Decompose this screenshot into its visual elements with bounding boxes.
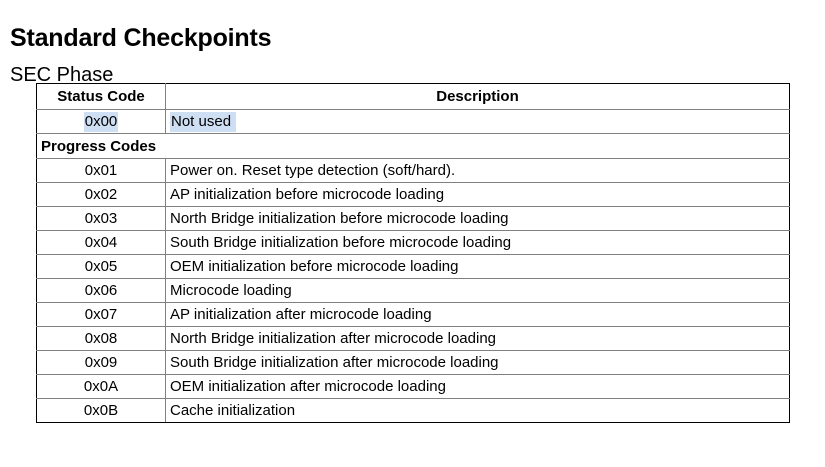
table-group-row: Progress Codes (36, 133, 790, 159)
description-cell[interactable]: South Bridge initialization before micro… (165, 230, 790, 255)
column-header-status-code: Status Code (36, 83, 166, 110)
status-code-cell[interactable]: 0x08 (36, 326, 166, 351)
status-code-cell[interactable]: 0x07 (36, 302, 166, 327)
table-row[interactable]: 0x01 Power on. Reset type detection (sof… (36, 158, 790, 183)
table-row[interactable]: 0x0B Cache initialization (36, 398, 790, 423)
table-row[interactable]: 0x00 Not used (36, 109, 790, 134)
description-cell[interactable]: North Bridge initialization before micro… (165, 206, 790, 231)
table-row[interactable]: 0x08 North Bridge initialization after m… (36, 326, 790, 351)
table-row[interactable]: 0x0A OEM initialization after microcode … (36, 374, 790, 399)
status-code-cell[interactable]: 0x03 (36, 206, 166, 231)
status-code-cell[interactable]: 0x04 (36, 230, 166, 255)
table-body: 0x00 Not used Progress Codes 0x01 Power … (36, 109, 790, 423)
status-code-cell[interactable]: 0x09 (36, 350, 166, 375)
description-cell[interactable]: North Bridge initialization after microc… (165, 326, 790, 351)
table-row[interactable]: 0x06 Microcode loading (36, 278, 790, 303)
status-code-cell[interactable]: 0x0A (36, 374, 166, 399)
status-code-cell[interactable]: 0x0B (36, 398, 166, 423)
status-code-cell[interactable]: 0x06 (36, 278, 166, 303)
column-header-description: Description (165, 83, 790, 110)
status-code-cell[interactable]: 0x01 (36, 158, 166, 183)
description-cell[interactable]: Not used (165, 109, 790, 134)
description-cell[interactable]: Cache initialization (165, 398, 790, 423)
section-heading: SEC Phase (10, 63, 114, 86)
checkpoints-table: Status Code Description 0x00 Not used Pr… (36, 83, 790, 423)
description-cell[interactable]: AP initialization before microcode loadi… (165, 182, 790, 207)
description-cell[interactable]: Power on. Reset type detection (soft/har… (165, 158, 790, 183)
table-row[interactable]: 0x02 AP initialization before microcode … (36, 182, 790, 207)
table-row[interactable]: 0x04 South Bridge initialization before … (36, 230, 790, 255)
description-cell[interactable]: OEM initialization after microcode loadi… (165, 374, 790, 399)
table-header-row: Status Code Description (36, 83, 790, 110)
group-label-progress-codes: Progress Codes (36, 133, 790, 159)
page-title: Standard Checkpoints (10, 23, 272, 52)
status-code-cell[interactable]: 0x05 (36, 254, 166, 279)
description-cell[interactable]: Microcode loading (165, 278, 790, 303)
description-cell[interactable]: South Bridge initialization after microc… (165, 350, 790, 375)
table-row[interactable]: 0x03 North Bridge initialization before … (36, 206, 790, 231)
table-row[interactable]: 0x05 OEM initialization before microcode… (36, 254, 790, 279)
selected-text-description[interactable]: Not used (170, 112, 237, 132)
selected-text-status-code[interactable]: 0x00 (83, 112, 119, 132)
description-cell[interactable]: AP initialization after microcode loadin… (165, 302, 790, 327)
status-code-cell[interactable]: 0x00 (36, 109, 166, 134)
table-row[interactable]: 0x07 AP initialization after microcode l… (36, 302, 790, 327)
description-cell[interactable]: OEM initialization before microcode load… (165, 254, 790, 279)
status-code-cell[interactable]: 0x02 (36, 182, 166, 207)
table-row[interactable]: 0x09 South Bridge initialization after m… (36, 350, 790, 375)
